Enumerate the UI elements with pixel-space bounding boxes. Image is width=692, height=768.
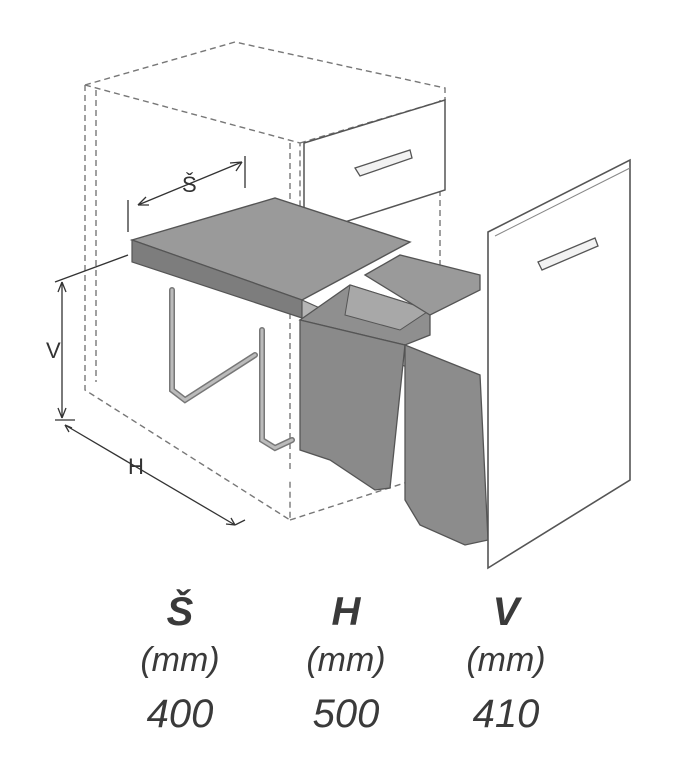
spec-unit: (mm) bbox=[306, 641, 386, 679]
spec-column-width: Š (mm) 400 bbox=[100, 588, 260, 744]
spec-value: 500 bbox=[312, 692, 380, 736]
pull-out-front-panel bbox=[487, 158, 631, 570]
spec-column-depth: H (mm) 500 bbox=[266, 588, 426, 744]
upper-drawer-front bbox=[303, 98, 446, 237]
spec-key: H bbox=[331, 590, 361, 634]
dimension-lines bbox=[54, 156, 246, 526]
lid-tray bbox=[129, 197, 412, 319]
width-dimension-label: Š bbox=[182, 172, 197, 197]
large-bin bbox=[363, 254, 489, 546]
spec-value: 410 bbox=[472, 692, 540, 736]
spec-key: V bbox=[492, 590, 520, 634]
spec-value: 400 bbox=[146, 692, 214, 736]
height-dimension-label: V bbox=[46, 338, 61, 363]
cabinet-bin-diagram: Š V H bbox=[46, 41, 631, 570]
depth-dimension-label: H bbox=[128, 454, 144, 479]
cabinet-outline bbox=[84, 41, 446, 522]
drawer-handle-icon bbox=[354, 149, 413, 177]
spec-key: Š bbox=[166, 590, 194, 634]
door-handle-icon bbox=[537, 237, 599, 271]
spec-unit: (mm) bbox=[140, 641, 220, 679]
small-bin bbox=[298, 284, 432, 491]
spec-unit: (mm) bbox=[466, 641, 546, 679]
spec-column-height: V (mm) 410 bbox=[426, 588, 586, 744]
